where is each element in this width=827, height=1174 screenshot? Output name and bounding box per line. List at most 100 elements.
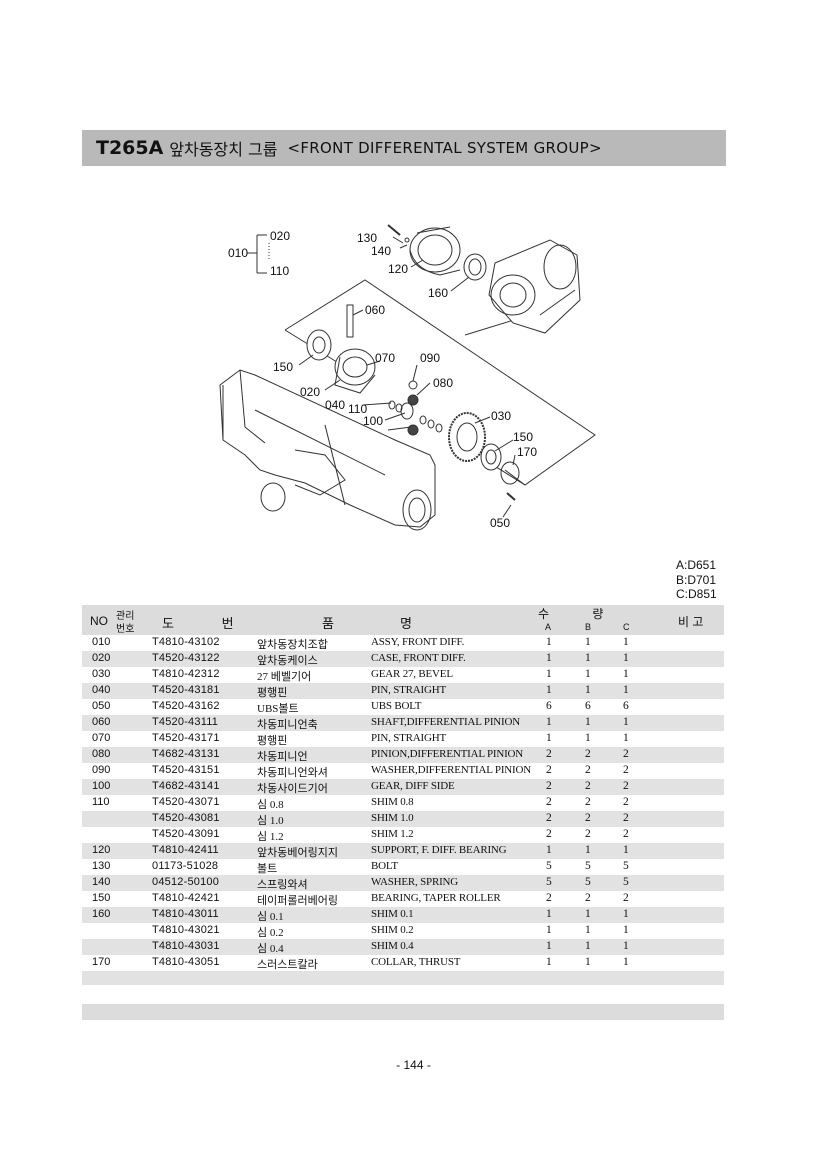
callout-050: 050 bbox=[490, 516, 510, 530]
cell-qty-c: 1 bbox=[623, 668, 629, 680]
header-part-no: 도 번 bbox=[162, 616, 256, 631]
cell-qty-a: 5 bbox=[546, 860, 552, 872]
cell-qty-b: 1 bbox=[585, 924, 591, 936]
cell-qty-c: 6 bbox=[623, 700, 629, 712]
cell-korean-name: 심 0.4 bbox=[257, 943, 284, 955]
cell-qty-a: 2 bbox=[546, 796, 552, 808]
cell-qty-a: 2 bbox=[546, 892, 552, 904]
callout-120: 120 bbox=[388, 262, 408, 276]
cell-english-name: BOLT bbox=[371, 860, 398, 872]
cell-korean-name: 심 1.2 bbox=[257, 831, 284, 843]
cell-korean-name: 심 1.0 bbox=[257, 815, 284, 827]
cell-qty-c: 2 bbox=[623, 828, 629, 840]
cell-english-name: SHIM 1.0 bbox=[371, 812, 414, 824]
cell-qty-b: 1 bbox=[585, 668, 591, 680]
cell-no: 050 bbox=[92, 700, 111, 712]
header-qty-a: A bbox=[545, 622, 552, 632]
callout-030: 030 bbox=[491, 409, 511, 423]
cell-english-name: CASE, FRONT DIFF. bbox=[371, 652, 466, 664]
callout-130: 130 bbox=[357, 231, 377, 245]
callout-060: 060 bbox=[365, 303, 385, 317]
cell-qty-c: 1 bbox=[623, 716, 629, 728]
cell-no: 090 bbox=[92, 764, 111, 776]
cell-qty-b: 1 bbox=[585, 844, 591, 856]
cell-no: 150 bbox=[92, 892, 111, 904]
cell-part-no: T4520-43091 bbox=[152, 828, 220, 840]
cell-korean-name: 심 0.1 bbox=[257, 911, 284, 923]
cell-qty-a: 2 bbox=[546, 748, 552, 760]
cell-part-no: T4520-43111 bbox=[152, 716, 219, 728]
exploded-parts-diagram: 010 020 110 130 140 120 160 060 150 070 … bbox=[219, 224, 596, 531]
cell-english-name: PIN, STRAIGHT bbox=[371, 732, 447, 744]
cell-qty-c: 5 bbox=[623, 860, 629, 872]
cell-qty-c: 1 bbox=[623, 844, 629, 856]
cell-qty-b: 1 bbox=[585, 956, 591, 968]
cell-qty-a: 1 bbox=[546, 844, 552, 856]
cell-part-no: T4810-43031 bbox=[152, 940, 220, 952]
cell-qty-b: 2 bbox=[585, 892, 591, 904]
cell-qty-b: 5 bbox=[585, 860, 591, 872]
cell-english-name: GEAR, DIFF SIDE bbox=[371, 780, 455, 792]
cell-qty-a: 1 bbox=[546, 940, 552, 952]
callout-090: 090 bbox=[420, 351, 440, 365]
cell-qty-a: 1 bbox=[546, 716, 552, 728]
cell-part-no: T4520-43122 bbox=[152, 652, 220, 664]
cell-qty-a: 1 bbox=[546, 956, 552, 968]
header-qty-c: C bbox=[623, 622, 630, 632]
callout-040: 040 bbox=[325, 398, 345, 412]
cell-qty-b: 2 bbox=[585, 748, 591, 760]
cell-no: 070 bbox=[92, 732, 111, 744]
group-code: T265A bbox=[96, 137, 164, 159]
cell-qty-c: 2 bbox=[623, 812, 629, 824]
cell-english-name: SHAFT,DIFFERENTIAL PINION bbox=[371, 716, 521, 728]
cell-qty-a: 2 bbox=[546, 780, 552, 792]
cell-qty-c: 5 bbox=[623, 876, 629, 888]
page-number: - 144 - bbox=[396, 1058, 431, 1072]
cell-qty-b: 2 bbox=[585, 780, 591, 792]
cell-korean-name: 테이퍼롤러베어링 bbox=[257, 895, 338, 907]
model-a: A:D651 bbox=[676, 558, 717, 572]
cell-part-no: T4810-42421 bbox=[152, 892, 220, 904]
cell-korean-name: 스프링와셔 bbox=[257, 879, 308, 891]
korean-title: 앞차동장치 그룹 bbox=[169, 140, 278, 159]
cell-qty-b: 1 bbox=[585, 908, 591, 920]
cell-no: 020 bbox=[92, 652, 111, 664]
cell-qty-c: 2 bbox=[623, 764, 629, 776]
cell-no: 130 bbox=[92, 860, 111, 872]
cell-english-name: SHIM 0.1 bbox=[371, 908, 414, 920]
cell-qty-c: 1 bbox=[623, 908, 629, 920]
cell-english-name: COLLAR, THRUST bbox=[371, 956, 461, 968]
cell-korean-name: 차동사이드기어 bbox=[257, 783, 328, 795]
cell-qty-c: 2 bbox=[623, 892, 629, 904]
cell-qty-c: 1 bbox=[623, 924, 629, 936]
cell-no: 160 bbox=[92, 908, 111, 920]
callout-070: 070 bbox=[375, 351, 395, 365]
cell-qty-c: 1 bbox=[623, 940, 629, 952]
cell-part-no: T4520-43151 bbox=[152, 764, 220, 776]
cell-qty-a: 1 bbox=[546, 684, 552, 696]
cell-qty-c: 1 bbox=[623, 732, 629, 744]
callout-100: 100 bbox=[363, 414, 383, 428]
cell-qty-c: 1 bbox=[623, 636, 629, 648]
cell-english-name: UBS BOLT bbox=[371, 700, 422, 712]
title-banner: T265A 앞차동장치 그룹 <FRONT DIFFERENTAL SYSTEM… bbox=[82, 130, 726, 166]
cell-korean-name: 27 베벨기어 bbox=[257, 671, 312, 683]
header-mgmt-bottom: 번호 bbox=[116, 624, 135, 635]
cell-qty-a: 2 bbox=[546, 812, 552, 824]
callout-010: 010 bbox=[228, 246, 248, 260]
cell-part-no: T4520-43162 bbox=[152, 700, 220, 712]
cell-korean-name: 볼트 bbox=[257, 863, 278, 875]
